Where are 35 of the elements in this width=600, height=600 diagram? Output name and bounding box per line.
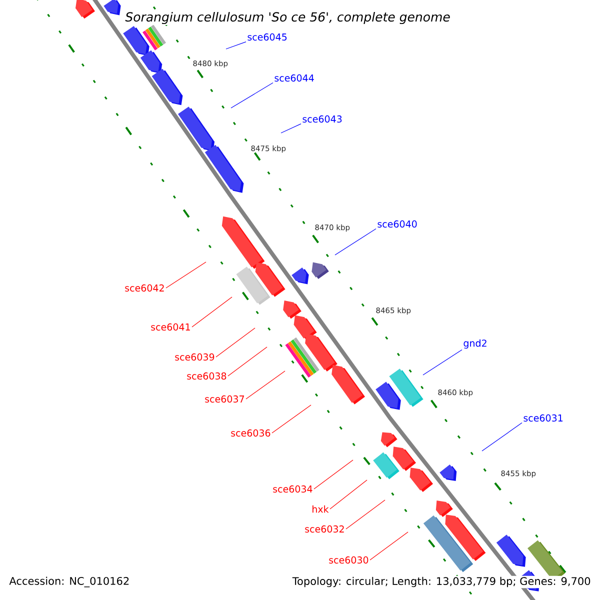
- leader-line: [422, 350, 462, 376]
- leader-line: [230, 82, 274, 108]
- leader-line: [314, 460, 354, 490]
- gene-label: gnd2: [464, 339, 486, 349]
- leader-line: [228, 346, 268, 376]
- leader-line: [272, 404, 312, 434]
- leader-line: [192, 296, 232, 328]
- gene-label: sce6036: [231, 429, 270, 437]
- title: Sorangium cellulosum 'So ce 56', complete genome: [124, 10, 452, 26]
- gene-label: sce6037: [205, 395, 244, 403]
- leader-line: [216, 328, 256, 358]
- gene-label: sce6042: [125, 284, 164, 292]
- leader-line: [482, 422, 522, 452]
- leader-line: [280, 124, 302, 134]
- gene-label: hxk: [312, 505, 329, 513]
- gene-label: sce6038: [187, 372, 226, 380]
- leader-line: [166, 262, 206, 288]
- leader-line: [330, 480, 368, 510]
- gene-label: sce6039: [175, 353, 214, 361]
- gene-label: sce6030: [329, 556, 368, 564]
- gene-label: sce6032: [305, 525, 344, 533]
- gene-label: sce6034: [273, 485, 312, 493]
- leader-line: [370, 532, 408, 560]
- gene-label: sce6044: [274, 74, 314, 82]
- gene-label: sce6041: [151, 323, 190, 331]
- gene-label: sce6040: [378, 220, 417, 228]
- leader-line: [246, 370, 286, 400]
- gene-label: sce6043: [302, 115, 342, 123]
- genome-stats-text: Topology: circular; Length: 13,033,779 bp; Genes: 9,700: [291, 576, 592, 588]
- leader-line: [346, 500, 386, 530]
- leader-line: [226, 42, 246, 50]
- leader-line: [334, 228, 376, 256]
- gene-label: sce6045: [248, 33, 287, 41]
- accession-text: Accession: NC_010162: [8, 576, 131, 588]
- gene-label: sce6031: [524, 414, 563, 422]
